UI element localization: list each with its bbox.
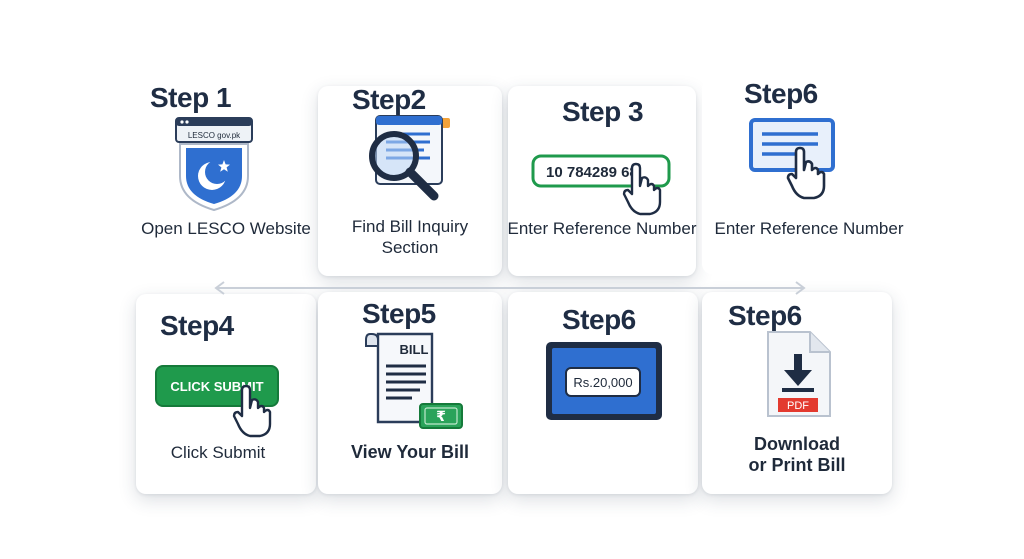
- step-2-title: Step2: [352, 84, 426, 115]
- step-4-title: Step4: [160, 310, 234, 341]
- reference-input-icon: 10 784289 68: [531, 154, 671, 216]
- pdf-download-icon: PDF: [767, 331, 831, 417]
- step-6c-label-line-1: Download: [754, 434, 840, 454]
- submit-button-text: CLICK SUBMIT: [170, 379, 263, 394]
- reference-number-text: 10 784289 68: [546, 164, 638, 181]
- step-3-label: Enter Reference Number: [507, 219, 697, 238]
- flow-connector-arrow: [214, 281, 806, 295]
- step-5-label: View Your Bill: [350, 442, 470, 462]
- website-shield-icon: LESCO gov.pk: [175, 117, 253, 212]
- currency-symbol-text: ₹: [436, 408, 446, 424]
- step-4-label: Click Submit: [170, 443, 266, 462]
- step-5-title: Step5: [362, 298, 436, 329]
- step-1-label: Open LESCO Website: [141, 219, 311, 238]
- magnifier-document-icon: [369, 115, 450, 201]
- bill-document-icon: BILL ₹: [365, 332, 463, 429]
- step-2-label-line-2: Section: [381, 238, 439, 257]
- step-3-title: Step 3: [562, 96, 644, 127]
- form-pointer-icon: [749, 118, 835, 200]
- step-6c-title: Step6: [728, 300, 802, 331]
- step-6a-title: Step6: [744, 78, 818, 109]
- step-2-label-line-1: Find Bill Inquiry: [351, 217, 469, 236]
- step-1-title: Step 1: [150, 82, 232, 113]
- tablet-amount-icon: Rs.20,000: [546, 342, 662, 420]
- bill-amount-text: Rs.20,000: [573, 375, 632, 390]
- site-address-text: LESCO gov.pk: [188, 131, 241, 140]
- bill-heading-text: BILL: [400, 342, 429, 357]
- step-6c-label-line-2: or Print Bill: [748, 455, 846, 475]
- step-6b-title: Step6: [562, 304, 636, 335]
- pdf-badge-text: PDF: [787, 400, 809, 412]
- step-6a-label: Enter Reference Number: [714, 219, 904, 238]
- submit-button-icon: CLICK SUBMIT: [155, 365, 279, 438]
